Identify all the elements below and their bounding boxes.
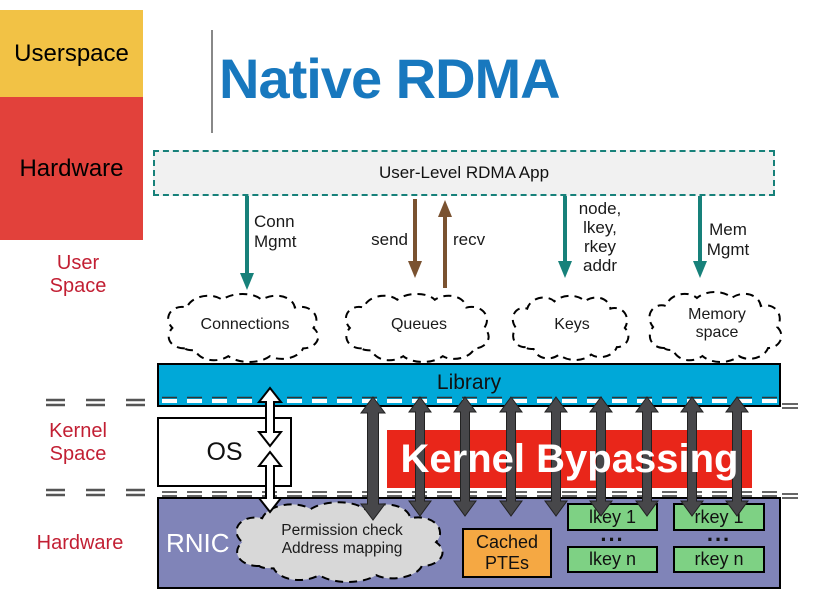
legend-hardware-block: Hardware [0, 97, 143, 240]
rkeyn-box: rkey n [673, 546, 765, 573]
library-label: Library [436, 371, 502, 394]
flow-label-send: send [371, 230, 408, 249]
os-label: OS [206, 437, 243, 466]
legend-userspace-block: Userspace [0, 10, 143, 97]
hardware-boundary-line [162, 491, 778, 497]
rnic-label: RNIC [166, 528, 230, 558]
rkey-ellipsis: ... [706, 521, 732, 546]
queues-cloud-label: Queues [390, 316, 448, 333]
keys-cloud-label: Keys [554, 316, 590, 333]
lkeyn-box: lkey n [567, 546, 658, 573]
key-params-arrow [558, 196, 572, 278]
title-divider-line [211, 30, 213, 133]
recv-arrow [438, 200, 452, 288]
cached-ptes-box: Cached PTEs [462, 528, 552, 578]
flow-label-mem-mgmt: Mem Mgmt [706, 220, 750, 259]
page-title: Native RDMA [219, 47, 561, 110]
flow-label-conn-mgmt: Conn Mgmt [254, 212, 297, 251]
memory-space-cloud-label: Memory space [688, 306, 746, 342]
send-arrow [408, 199, 422, 278]
boundary-right-stubs [782, 403, 798, 499]
kernel-bypassing-label: Kernel Bypassing [400, 436, 739, 481]
section-label-kernel-space: Kernel Space [49, 420, 107, 465]
permission-check-cloud-label: Permission check Address mapping [281, 522, 403, 557]
flow-label-recv: recv [453, 230, 486, 249]
connections-cloud-label: Connections [200, 316, 290, 333]
legend-userspace-label: Userspace [14, 39, 129, 67]
conn-mgmt-arrow [240, 196, 254, 290]
user-level-rdma-app-box: User-Level RDMA App [153, 150, 775, 196]
user-level-rdma-app-label: User-Level RDMA App [378, 163, 550, 182]
legend-hardware-label: Hardware [19, 154, 124, 182]
flow-label-key-params: node, lkey, rkey addr [578, 199, 622, 276]
section-label-hardware: Hardware [36, 532, 124, 554]
os-box: OS [157, 417, 292, 487]
section-label-user-space: User Space [49, 252, 107, 297]
library-bar: Library [157, 363, 781, 407]
lkey-ellipsis: ... [600, 521, 625, 546]
